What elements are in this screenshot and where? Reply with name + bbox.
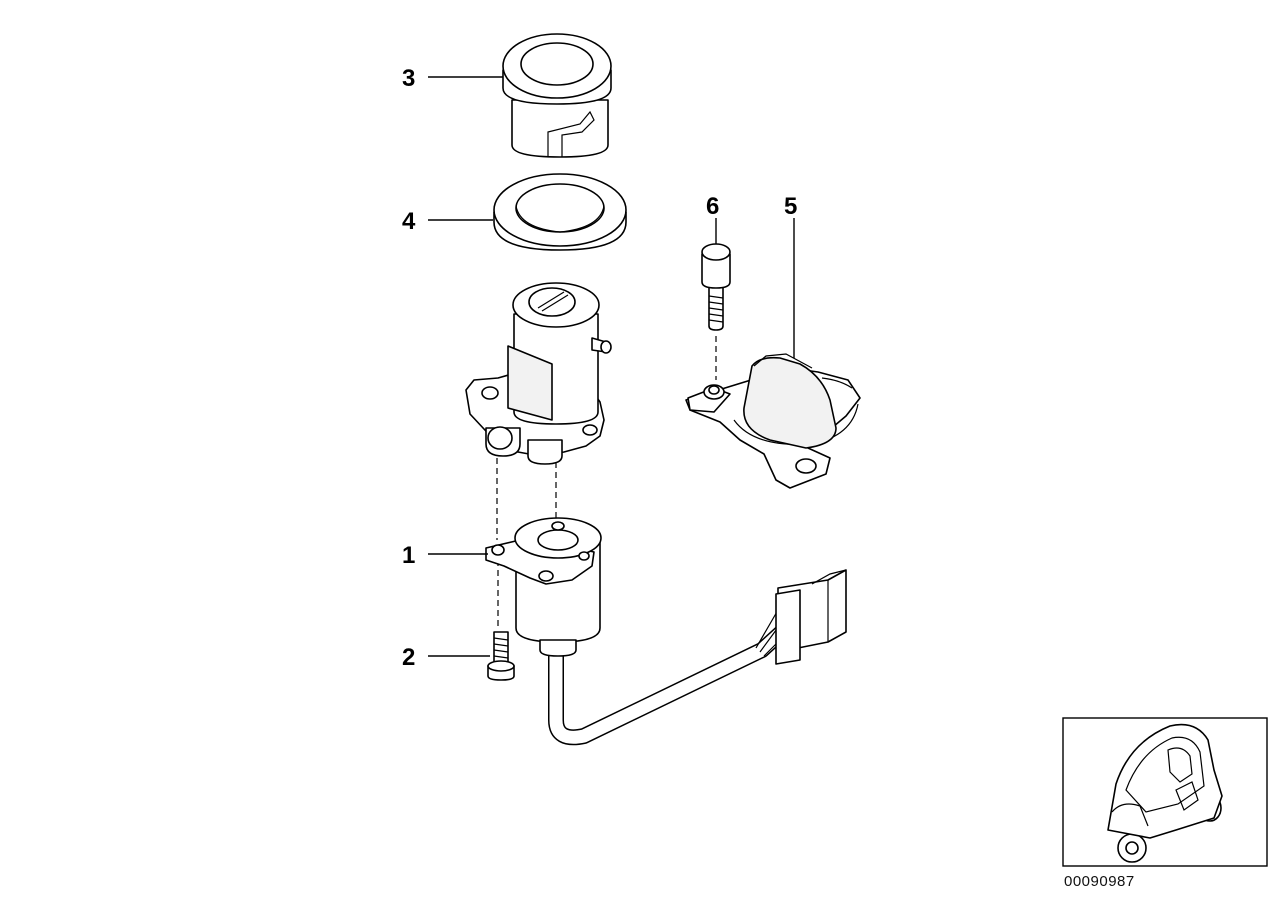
part-5-sensor-bracket[interactable] <box>685 353 861 489</box>
callout-4: 4 <box>402 208 416 235</box>
callout-6: 6 <box>706 193 719 220</box>
document-number: 00090987 <box>1064 873 1135 890</box>
part-2-screw[interactable] <box>487 631 515 681</box>
vehicle-thumbnail <box>1062 717 1268 867</box>
callout-1: 1 <box>402 542 415 569</box>
scooter-icon <box>1107 723 1223 863</box>
leader-lines <box>428 76 795 657</box>
callout-2: 2 <box>402 644 415 671</box>
part-1-ignition-switch[interactable] <box>485 517 847 746</box>
callout-5: 5 <box>784 193 797 220</box>
part-3-lock-sleeve[interactable] <box>502 33 612 158</box>
part-4-rubber-grommet[interactable] <box>493 173 627 251</box>
ignition-lock-housing <box>465 282 612 465</box>
part-6-bolt[interactable] <box>701 243 731 331</box>
callout-3: 3 <box>402 65 415 92</box>
alignment-lines <box>496 336 717 626</box>
